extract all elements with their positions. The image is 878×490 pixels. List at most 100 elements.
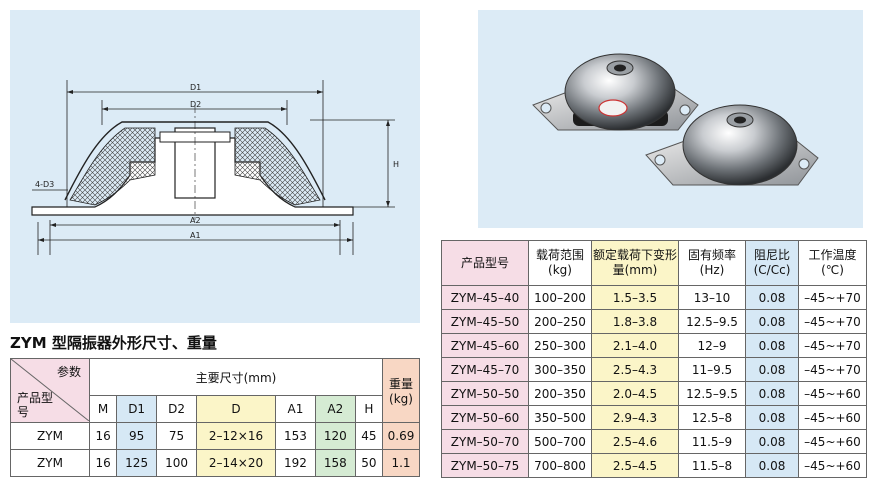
cell-d1: 125 — [116, 449, 158, 477]
spec-cell-load: 250–300 — [528, 333, 592, 358]
spec-header-load: 载荷范围(kg) — [528, 240, 592, 286]
spec-cell-freq: 12.5–9.5 — [678, 381, 746, 406]
cell-d2: 100 — [156, 449, 197, 477]
label-h: H — [393, 160, 399, 169]
spec-cell-model: ZYM–45–50 — [441, 309, 529, 334]
diagonal-divider — [11, 359, 89, 421]
spec-cell-model: ZYM–45–70 — [441, 357, 529, 382]
spec-cell-load: 700–800 — [528, 453, 592, 478]
spec-cell-load: 500–700 — [528, 429, 592, 454]
cell-weight: 0.69 — [382, 422, 420, 450]
cell-d: 2–12×16 — [195, 422, 276, 450]
spec-cell-freq: 11.5–8 — [678, 453, 746, 478]
spec-header-frequency: 固有频率(Hz) — [678, 240, 746, 286]
cell-a2: 120 — [314, 422, 356, 450]
cell-h: 50 — [354, 449, 384, 477]
table-row: ZYM–45–70 300–350 2.5–4.3 11–9.5 0.08 –4… — [441, 357, 867, 382]
spec-cell-load: 300–350 — [528, 357, 592, 382]
mount-cross-section-drawing: D1 D2 4-D3 A2 A1 H — [31, 80, 399, 255]
spec-cell-deform: 2.5–4.6 — [591, 429, 679, 454]
table-row: ZYM 16 125 100 2–14×20 192 158 50 1.1 — [10, 449, 420, 477]
spec-cell-model: ZYM–45–60 — [441, 333, 529, 358]
cell-model: ZYM — [10, 422, 90, 450]
spec-cell-temp: –45~+70 — [798, 285, 867, 310]
label-d1: D1 — [190, 83, 201, 92]
main-dims-header: 主要尺寸(mm) — [89, 358, 383, 396]
table-row: ZYM–45–60 250–300 2.1–4.0 12–9 0.08 –45~… — [441, 333, 867, 358]
cell-weight: 1.1 — [382, 449, 420, 477]
weight-header: 重量(kg) — [382, 358, 420, 423]
model-label: 产品型号 — [17, 391, 54, 419]
spec-cell-deform: 1.8–3.8 — [591, 309, 679, 334]
spec-cell-damping: 0.08 — [745, 357, 799, 382]
spec-cell-temp: –45~+70 — [798, 357, 867, 382]
table-row: ZYM–45–40 100–200 1.5–3.5 13–10 0.08 –45… — [441, 285, 867, 310]
spec-cell-freq: 11.5–9 — [678, 429, 746, 454]
spec-table: 产品型号 载荷范围(kg) 额定载荷下变形量(mm) 固有频率(Hz) 阻尼比(… — [441, 240, 867, 478]
spec-cell-damping: 0.08 — [745, 381, 799, 406]
spec-cell-model: ZYM–45–40 — [441, 285, 529, 310]
spec-header-deformation: 额定载荷下变形量(mm) — [591, 240, 679, 286]
spec-cell-freq: 12.5–9.5 — [678, 309, 746, 334]
technical-drawing: D1 D2 4-D3 A2 A1 H — [10, 10, 420, 323]
table-row: ZYM–50–70 500–700 2.5–4.6 11.5–9 0.08 –4… — [441, 429, 867, 454]
spec-cell-load: 350–500 — [528, 405, 592, 430]
table-row: ZYM–50–50 200–350 2.0–4.5 12.5–9.5 0.08 … — [441, 381, 867, 406]
product-photo — [478, 10, 863, 228]
spec-cell-temp: –45~+60 — [798, 429, 867, 454]
label-d3: 4-D3 — [35, 180, 54, 189]
spec-cell-temp: –45~+70 — [798, 333, 867, 358]
cell-a1: 153 — [274, 422, 316, 450]
spec-cell-model: ZYM–50–75 — [441, 453, 529, 478]
table-row: ZYM–45–50 200–250 1.8–3.8 12.5–9.5 0.08 … — [441, 309, 867, 334]
dimension-section-title: ZYM 型隔振器外形尺寸、重量 — [10, 334, 217, 352]
spec-cell-deform: 2.5–4.3 — [591, 357, 679, 382]
spec-cell-model: ZYM–50–70 — [441, 429, 529, 454]
col-d2: D2 — [156, 395, 197, 423]
spec-header-model: 产品型号 — [441, 240, 529, 286]
spec-cell-freq: 12–9 — [678, 333, 746, 358]
vibration-isolator-photo — [532, 53, 819, 186]
spec-cell-freq: 12.5–8 — [678, 405, 746, 430]
spec-cell-damping: 0.08 — [745, 285, 799, 310]
col-d1: D1 — [116, 395, 158, 423]
spec-cell-load: 200–250 — [528, 309, 592, 334]
spec-cell-model: ZYM–50–50 — [441, 381, 529, 406]
col-a2: A2 — [314, 395, 356, 423]
table-row: ZYM–50–60 350–500 2.9–4.3 12.5–8 0.08 –4… — [441, 405, 867, 430]
spec-cell-temp: –45~+60 — [798, 405, 867, 430]
cell-h: 45 — [354, 422, 384, 450]
col-a1: A1 — [274, 395, 316, 423]
spec-cell-deform: 2.9–4.3 — [591, 405, 679, 430]
spec-cell-load: 200–350 — [528, 381, 592, 406]
spec-cell-model: ZYM–50–60 — [441, 405, 529, 430]
spec-cell-temp: –45~+60 — [798, 453, 867, 478]
cell-m: 16 — [88, 422, 118, 450]
spec-cell-damping: 0.08 — [745, 405, 799, 430]
cell-a2: 158 — [314, 449, 356, 477]
spec-cell-deform: 2.5–4.5 — [591, 453, 679, 478]
spec-cell-freq: 11–9.5 — [678, 357, 746, 382]
cell-a1: 192 — [274, 449, 316, 477]
spec-cell-damping: 0.08 — [745, 429, 799, 454]
cell-d2: 75 — [156, 422, 197, 450]
spec-cell-temp: –45~+60 — [798, 381, 867, 406]
param-label: 参数 — [56, 365, 81, 379]
spec-cell-deform: 2.0–4.5 — [591, 381, 679, 406]
col-d: D — [195, 395, 276, 423]
label-d2: D2 — [190, 100, 201, 109]
cell-d1: 95 — [116, 422, 158, 450]
spec-cell-damping: 0.08 — [745, 453, 799, 478]
spec-cell-damping: 0.08 — [745, 333, 799, 358]
cell-m: 16 — [88, 449, 118, 477]
spec-cell-damping: 0.08 — [745, 309, 799, 334]
table-row: ZYM 16 95 75 2–12×16 153 120 45 0.69 — [10, 422, 420, 450]
spec-cell-freq: 13–10 — [678, 285, 746, 310]
spec-cell-deform: 2.1–4.0 — [591, 333, 679, 358]
cell-model: ZYM — [10, 449, 90, 477]
label-a1: A1 — [190, 231, 201, 240]
cell-d: 2–14×20 — [195, 449, 276, 477]
col-h: H — [354, 395, 384, 423]
label-a2: A2 — [190, 216, 201, 225]
spec-cell-load: 100–200 — [528, 285, 592, 310]
